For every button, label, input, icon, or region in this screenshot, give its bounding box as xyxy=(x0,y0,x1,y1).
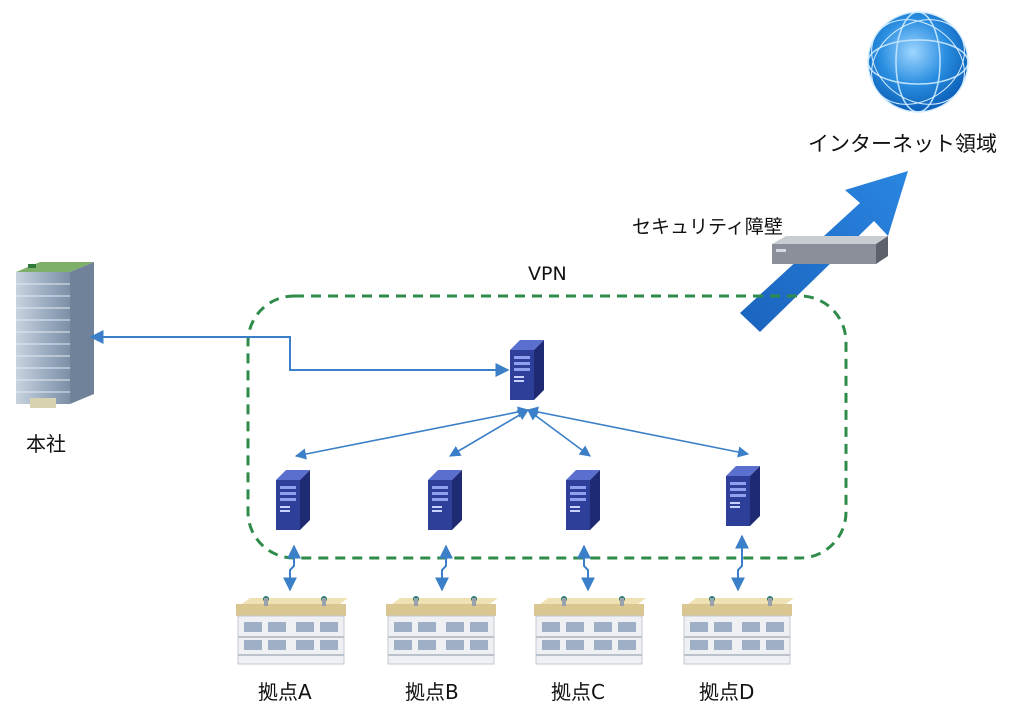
site-label-a: 拠点A xyxy=(258,680,312,704)
vpn-label: VPN xyxy=(528,263,567,285)
office-building-icon xyxy=(16,262,94,408)
server-icon xyxy=(566,470,600,530)
building-icon xyxy=(235,595,349,665)
globe-icon xyxy=(867,11,969,113)
site-label-d: 拠点D xyxy=(699,680,755,704)
firewall-label: セキュリティ障壁 xyxy=(632,216,783,238)
server-icon xyxy=(276,470,310,530)
server-icon xyxy=(726,466,760,526)
hq-link-line xyxy=(89,330,510,377)
hq-label: 本社 xyxy=(26,432,66,456)
building-icon xyxy=(533,595,647,665)
firewall-appliance-icon xyxy=(772,236,888,264)
site-label-c: 拠点C xyxy=(551,680,605,704)
internet-label: インターネット領域 xyxy=(808,132,997,156)
vpn-links xyxy=(294,406,750,460)
central-server-icon xyxy=(510,340,544,400)
server-icon xyxy=(428,470,462,530)
site-links xyxy=(283,534,749,592)
building-icon xyxy=(385,595,499,665)
building-icon xyxy=(681,595,795,665)
site-label-b: 拠点B xyxy=(405,680,459,704)
vpn-boundary xyxy=(246,294,848,560)
